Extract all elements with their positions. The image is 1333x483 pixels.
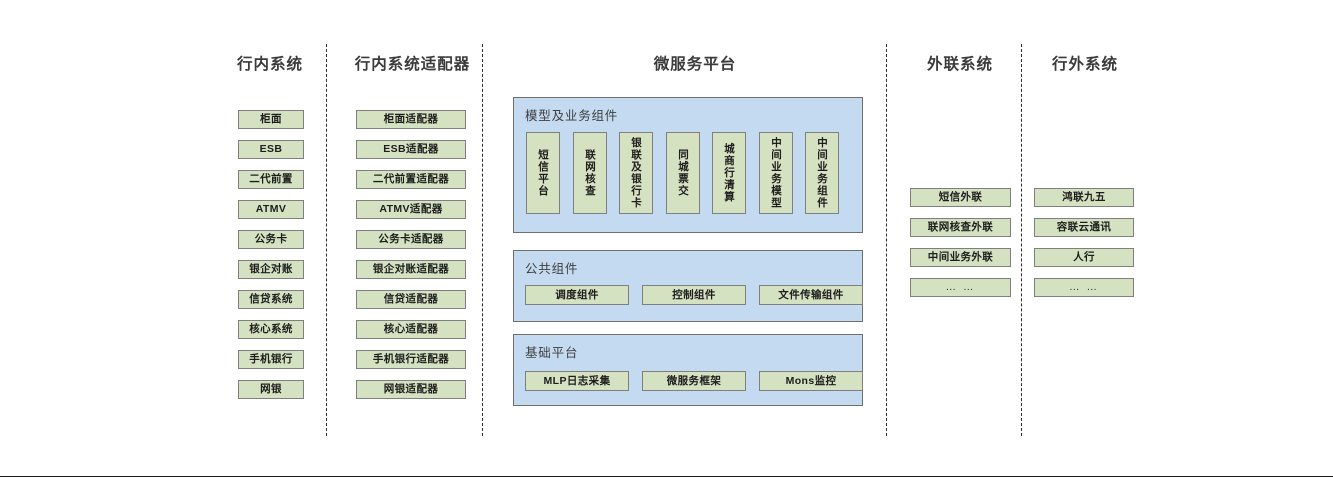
node-panel1-6[interactable]: 中间业务模型 [759,132,793,214]
node-panel3-2[interactable]: 微服务框架 [642,371,746,391]
node-external-link-systems-2[interactable]: 联网核查外联 [910,218,1011,237]
node-panel2-3[interactable]: 文件传输组件 [759,285,863,305]
node-internal-systems-9[interactable]: 手机银行 [238,350,304,369]
node-outside-bank-systems-2[interactable]: 容联云通讯 [1034,218,1134,237]
node-internal-systems-4[interactable]: ATMV [238,200,304,219]
column-header-1: 行内系统 [236,56,303,73]
node-internal-systems-6[interactable]: 银企对账 [238,260,304,279]
node-external-link-systems-3[interactable]: 中间业务外联 [910,248,1011,267]
column-divider-1 [326,44,327,436]
node-internal-adapters-5[interactable]: 公务卡适配器 [356,230,466,249]
panel-title-3: 基础平台 [525,346,579,360]
node-internal-systems-3[interactable]: 二代前置 [238,170,304,189]
column-header-5: 行外系统 [1051,56,1118,73]
node-panel2-2[interactable]: 控制组件 [642,285,746,305]
node-internal-adapters-6[interactable]: 银企对账适配器 [356,260,466,279]
column-divider-4 [1021,44,1022,436]
node-internal-adapters-3[interactable]: 二代前置适配器 [356,170,466,189]
panel-title-1: 模型及业务组件 [525,109,619,123]
node-internal-adapters-4[interactable]: ATMV适配器 [356,200,466,219]
node-outside-bank-systems-1[interactable]: 鸿联九五 [1034,188,1134,207]
node-internal-adapters-9[interactable]: 手机银行适配器 [356,350,466,369]
node-internal-systems-5[interactable]: 公务卡 [238,230,304,249]
node-internal-systems-7[interactable]: 信贷系统 [238,290,304,309]
column-header-2: 行内系统适配器 [354,56,471,73]
node-external-link-systems-1[interactable]: 短信外联 [910,188,1011,207]
node-outside-bank-systems-4[interactable]: … … [1034,278,1134,297]
bottom-rule [0,476,1333,477]
panel-title-2: 公共组件 [525,262,579,276]
node-external-link-systems-4[interactable]: … … [910,278,1011,297]
column-divider-3 [886,44,887,436]
node-internal-adapters-2[interactable]: ESB适配器 [356,140,466,159]
node-internal-systems-8[interactable]: 核心系统 [238,320,304,339]
node-internal-adapters-7[interactable]: 信贷适配器 [356,290,466,309]
node-outside-bank-systems-3[interactable]: 人行 [1034,248,1134,267]
column-divider-2 [482,44,483,436]
panel-3: 基础平台 [513,334,863,406]
node-panel2-1[interactable]: 调度组件 [525,285,629,305]
node-internal-systems-1[interactable]: 柜面 [238,110,304,129]
column-header-4: 外联系统 [926,56,993,73]
node-internal-systems-10[interactable]: 网银 [238,380,304,399]
node-panel1-1[interactable]: 短信平台 [526,132,560,214]
column-header-3: 微服务平台 [653,56,737,73]
node-panel1-5[interactable]: 城商行清算 [712,132,746,214]
node-panel1-4[interactable]: 同城票交 [666,132,700,214]
node-internal-adapters-1[interactable]: 柜面适配器 [356,110,466,129]
node-internal-adapters-8[interactable]: 核心适配器 [356,320,466,339]
node-panel3-1[interactable]: MLP日志采集 [525,371,629,391]
node-internal-systems-2[interactable]: ESB [238,140,304,159]
node-panel1-2[interactable]: 联网核查 [573,132,607,214]
node-panel1-7[interactable]: 中间业务组件 [805,132,839,214]
node-panel3-3[interactable]: Mons监控 [759,371,863,391]
node-internal-adapters-10[interactable]: 网银适配器 [356,380,466,399]
node-panel1-3[interactable]: 银联及银行卡 [619,132,653,214]
